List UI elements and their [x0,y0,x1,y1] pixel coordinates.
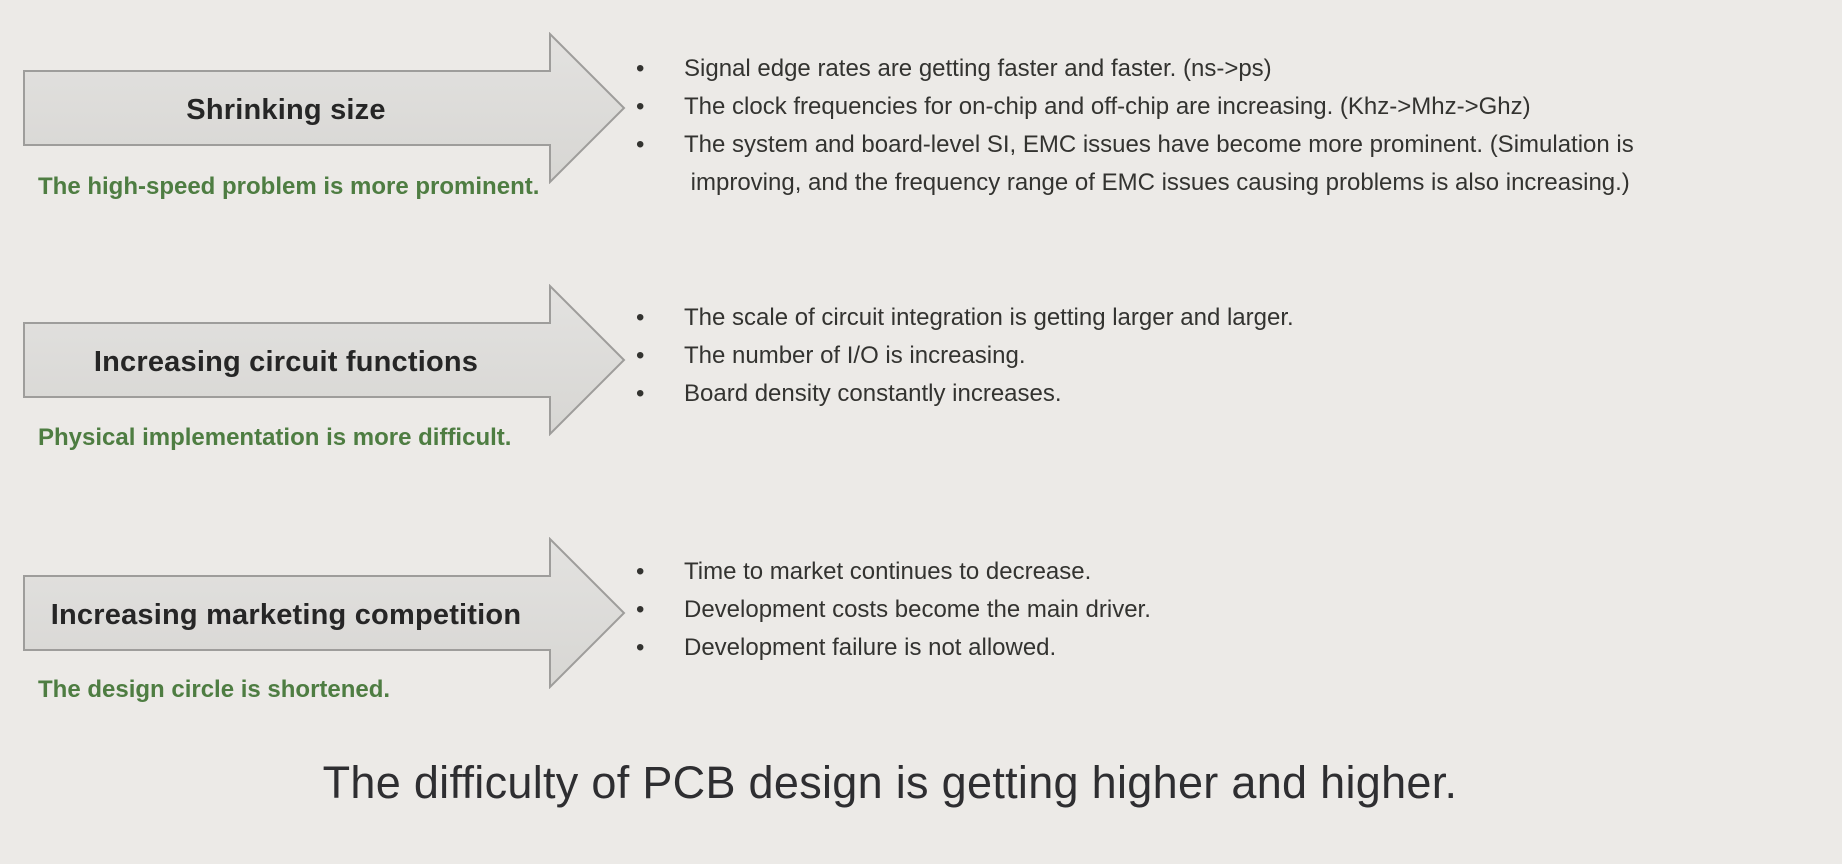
bullet-icon: • [636,380,645,407]
bullet-icon: • [636,634,645,661]
caption-physical-implementation: Physical implementation is more difficul… [38,424,512,451]
bullet-icon: • [636,131,645,158]
bullet-icon: • [636,55,645,82]
right-arrow-shape-3 [23,537,626,689]
arrow-label-increasing-circuit-functions: Increasing circuit functions [93,345,479,378]
bullet-list-1: • Signal edge rates are getting faster a… [632,50,1822,202]
arrow-label-increasing-marketing-competition: Increasing marketing competition [50,598,522,631]
bullet-text: Development failure is not allowed. [684,634,1057,661]
list-item: • The clock frequencies for on-chip and … [632,88,1822,126]
bullet-icon: • [636,342,645,369]
bullet-list-3: • Time to market continues to decrease. … [632,553,1822,667]
list-item: • The number of I/O is increasing. [632,337,1822,375]
list-item: • Development failure is not allowed. [632,629,1822,667]
bullet-text: The clock frequencies for on-chip and of… [684,93,1531,120]
bullet-text: Time to market continues to decrease. [684,558,1092,585]
caption-design-circle: The design circle is shortened. [38,676,391,703]
list-item: • Development costs become the main driv… [632,591,1822,629]
list-item: • The scale of circuit integration is ge… [632,299,1822,337]
arrow-label-shrinking-size: Shrinking size [186,93,386,126]
caption-high-speed-problem: The high-speed problem is more prominent… [38,173,540,200]
bullet-text: Signal edge rates are getting faster and… [684,55,1272,82]
bullet-text: The system and board-level SI, EMC issue… [684,131,1634,196]
bullet-list-2: • The scale of circuit integration is ge… [632,299,1822,413]
list-item: • Signal edge rates are getting faster a… [632,50,1822,88]
list-item: • Board density constantly increases. [632,375,1822,413]
bullet-icon: • [636,558,645,585]
bullet-icon: • [636,93,645,120]
slide-conclusion-title: The difficulty of PCB design is getting … [322,757,1458,808]
bullet-text: Development costs become the main driver… [684,596,1151,623]
bullet-text: Board density constantly increases. [684,380,1062,407]
right-arrow-shape-1 [23,32,626,184]
bullet-icon: • [636,304,645,331]
list-item: • The system and board-level SI, EMC iss… [632,126,1822,202]
bullet-text: The scale of circuit integration is gett… [684,304,1294,331]
list-item: • Time to market continues to decrease. [632,553,1822,591]
right-arrow-shape-2 [23,284,626,436]
bullet-text: The number of I/O is increasing. [684,342,1026,369]
bullet-icon: • [636,596,645,623]
